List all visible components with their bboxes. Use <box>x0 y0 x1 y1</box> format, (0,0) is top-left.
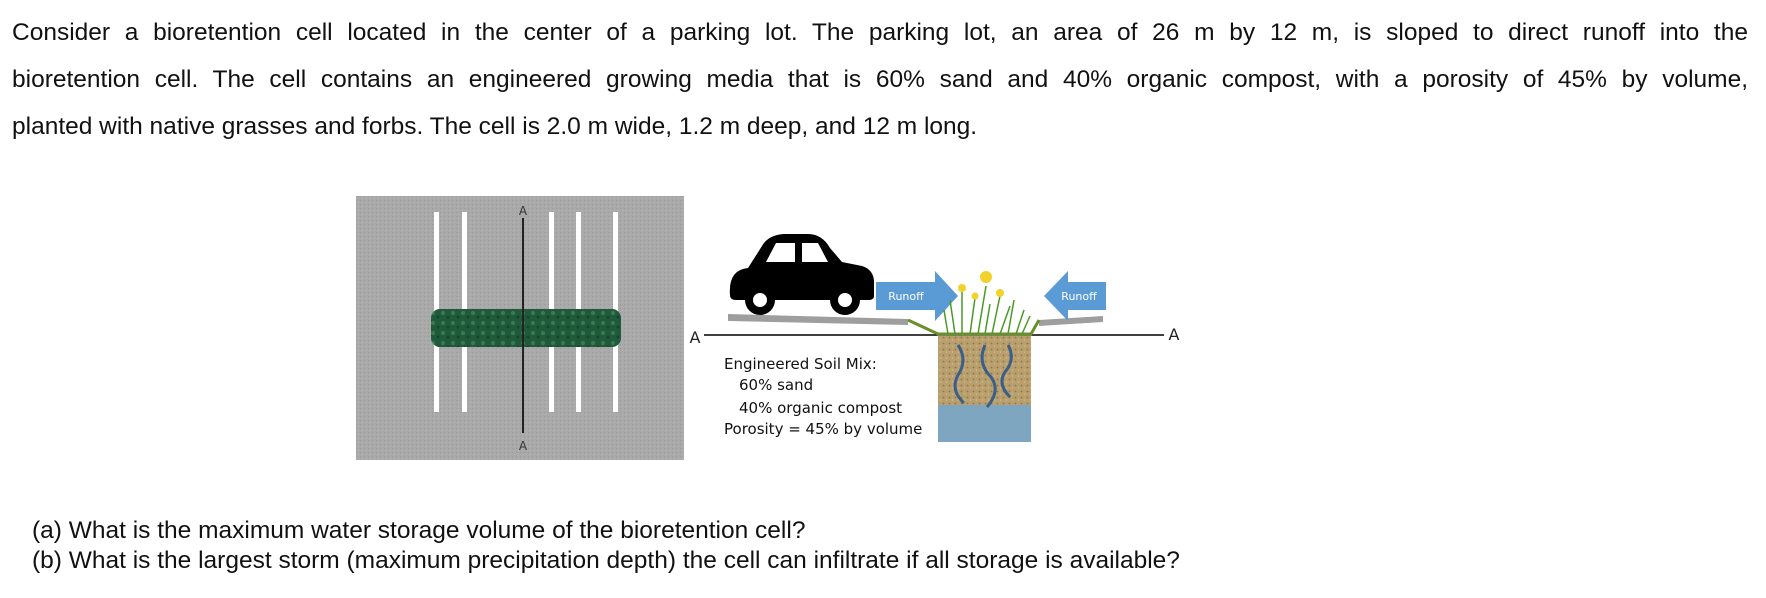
plants-icon <box>943 285 1031 335</box>
runoff-arrow-left: Runoff <box>876 271 958 321</box>
water-storage-zone <box>938 405 1031 442</box>
intro-line-1: Consider a bioretention cell located in … <box>12 19 1748 46</box>
section-marker-left: A <box>690 328 701 347</box>
soil-mix-sand: 60% sand <box>739 376 813 394</box>
bioretention-cell-section <box>907 318 1041 442</box>
flowers-icon <box>958 271 1004 300</box>
runoff-label-right: Runoff <box>1061 290 1097 303</box>
pavement-right <box>1039 316 1103 326</box>
runoff-label-left: Runoff <box>888 290 924 303</box>
soil-mix-title: Engineered Soil Mix: <box>724 355 877 373</box>
question-a: (a) What is the maximum water storage vo… <box>32 517 806 544</box>
section-marker-right: A <box>1169 325 1180 344</box>
problem-statement: Consider a bioretention cell located in … <box>12 9 1748 150</box>
car-icon <box>729 234 875 315</box>
question-b: (b) What is the largest storm (maximum p… <box>32 547 1180 574</box>
question-list: (a) What is the maximum water storage vo… <box>32 516 1180 576</box>
section-view: A A Runoff Runoff <box>690 234 1180 442</box>
runoff-arrow-right: Runoff <box>1044 271 1106 321</box>
plan-label-top: A <box>519 204 528 218</box>
intro-line-3: planted with native grasses and forbs. T… <box>12 113 978 140</box>
plan-label-bottom: A <box>519 439 528 453</box>
soil-mix-compost: 40% organic compost <box>739 399 902 417</box>
bioretention-cell-plan <box>431 309 621 347</box>
soil-mix-porosity: Porosity = 45% by volume <box>724 420 922 438</box>
pavement-left <box>728 314 908 325</box>
plan-view: A A <box>356 196 684 460</box>
intro-line-2: bioretention cell. The cell contains an … <box>12 66 1748 93</box>
